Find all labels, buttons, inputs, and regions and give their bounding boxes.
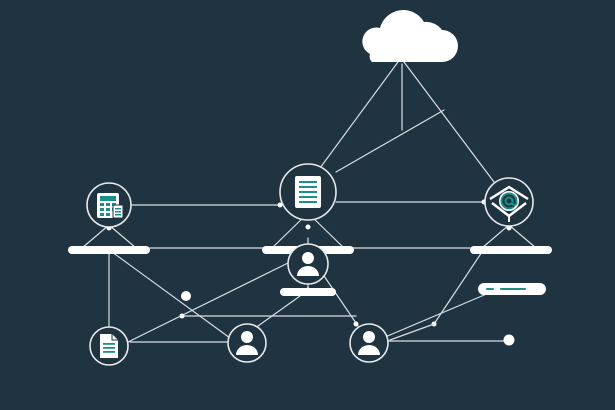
edge-mid-to-userright [389,323,435,341]
junction-dot [305,287,311,293]
edge-calc-bar-l [81,224,110,249]
junction-dot [179,313,185,319]
edge-email-bar-l [481,224,510,249]
progress-indicator [478,283,546,295]
file-icon [100,334,118,358]
user-center-node[interactable] [287,243,329,285]
edge-usercenter-to-userright [319,269,359,327]
edge-calc-bar-r [108,224,137,249]
edge-cloud-email [403,61,501,191]
bar-left [68,246,150,254]
edge-usercenter-to-file [127,261,291,343]
cloud-icon [362,10,458,62]
user-icon [297,252,319,276]
user-icon [358,331,380,355]
progress-fill [486,288,494,290]
document-icon [295,176,321,208]
user-right-node[interactable] [349,323,389,363]
endpoint-dot [181,291,191,301]
email-node[interactable] [484,177,534,227]
connector-bars [68,246,552,296]
calculator-icon [97,193,124,219]
edge-calc-to-user-left [111,251,231,339]
user-left-node[interactable] [227,323,267,363]
edge-bar-to-userleft [257,295,301,327]
endpoint-dot [503,334,515,346]
edge-email-bar-r [508,224,537,249]
edge-email-bar-to-mid [433,251,483,325]
junction-dot [305,224,311,230]
junction-dot [353,321,359,327]
calculator-node[interactable] [86,182,132,228]
email-at-icon [489,185,529,222]
user-icon [236,331,258,355]
edge-cloud-document [319,61,399,169]
bar-right [470,246,552,254]
file-node[interactable] [89,326,129,366]
document-node[interactable] [279,163,337,221]
edge-userright-to-email-bar [377,289,497,341]
junction-dot [277,202,283,208]
progress-fill [500,288,526,290]
edge-cloud-branch [335,109,445,173]
